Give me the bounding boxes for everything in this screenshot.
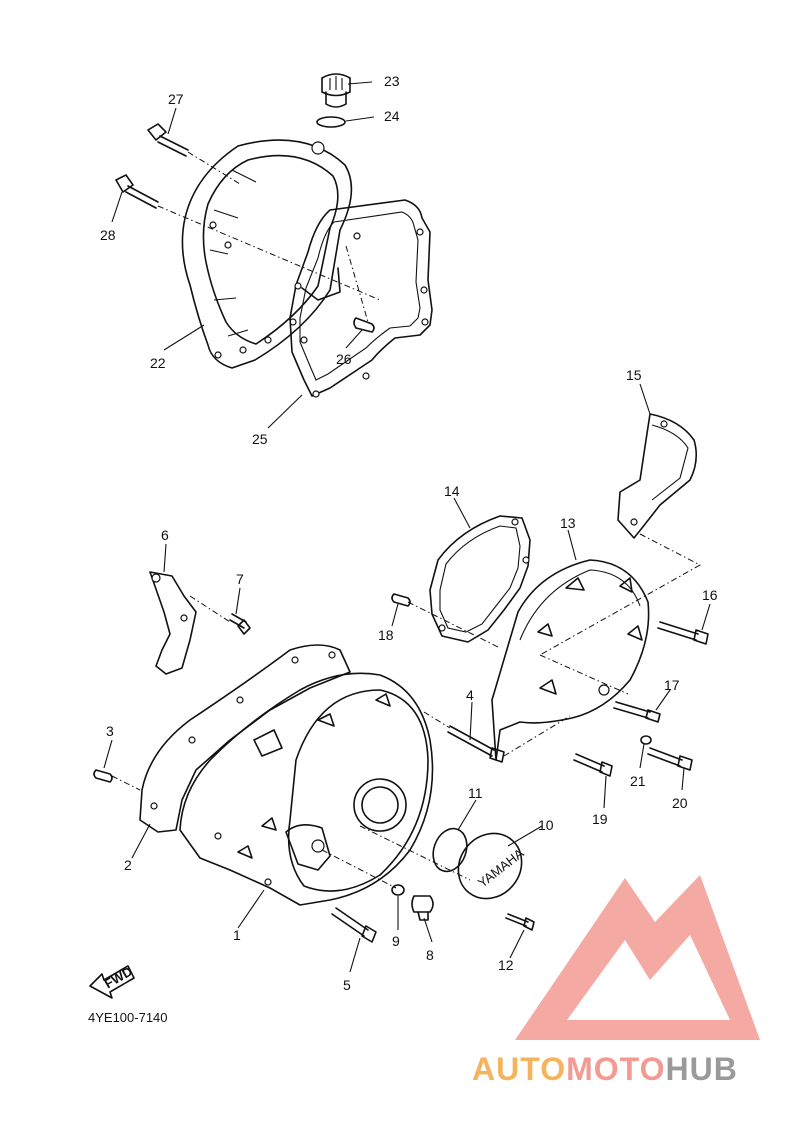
part-26-dowel-pin <box>353 317 375 333</box>
diagram-code: 4YE100-7140 <box>88 1010 168 1025</box>
part-3-dowel-pin <box>93 769 113 783</box>
fwd-arrow: FWD <box>89 964 135 999</box>
part-17-bolt <box>613 701 661 723</box>
callout-4: 4 <box>466 687 474 703</box>
part-5-bolt <box>331 907 377 943</box>
part-23-oil-filler-cap <box>321 73 351 108</box>
yamaha-logo-mark: YAMAHA <box>475 845 527 890</box>
part-21-washer <box>640 735 652 745</box>
part-8-plug <box>411 895 434 921</box>
part-4-bolt <box>447 725 505 763</box>
part-16-bolt <box>657 621 709 645</box>
callout-11: 11 <box>468 785 483 801</box>
callout-5: 5 <box>343 977 351 993</box>
part-13-crankcase-cover <box>491 533 702 761</box>
watermark-logo <box>515 875 760 1040</box>
part-20-bolt <box>647 747 693 771</box>
part-2-gasket <box>139 644 351 833</box>
part-6-bracket <box>149 571 197 675</box>
callout-26: 26 <box>336 351 352 367</box>
callout-1: 1 <box>233 927 241 943</box>
callout-28: 28 <box>100 227 116 243</box>
watermark-triangle-icon <box>515 875 760 1040</box>
callout-13: 13 <box>560 515 576 531</box>
part-11-o-ring <box>432 827 468 873</box>
callout-16: 16 <box>702 587 718 603</box>
callout-10: 10 <box>538 817 554 833</box>
callout-17: 17 <box>664 677 680 693</box>
watermark-text: AUTOMOTOHUB <box>472 1051 738 1087</box>
part-12-screw <box>505 913 535 931</box>
callout-15: 15 <box>626 367 642 383</box>
callout-7: 7 <box>236 571 244 587</box>
callout-23: 23 <box>384 73 400 89</box>
leader-lines <box>103 81 711 973</box>
part-22-clutch-housing <box>181 139 353 369</box>
callout-6: 6 <box>161 527 169 543</box>
callout-25: 25 <box>252 431 268 447</box>
callout-20: 20 <box>672 795 688 811</box>
callout-21: 21 <box>630 773 646 789</box>
callout-12: 12 <box>498 957 514 973</box>
callout-2: 2 <box>124 857 132 873</box>
part-24-o-ring <box>316 116 346 128</box>
part-28-bolt <box>115 174 159 209</box>
callout-22: 22 <box>150 355 166 371</box>
part-7-bolt <box>229 613 251 635</box>
part-9-washer <box>391 884 405 896</box>
part-1-crankcase-cover <box>179 672 434 906</box>
part-10-cap: YAMAHA <box>457 832 527 900</box>
callout-27: 27 <box>168 91 184 107</box>
callout-8: 8 <box>426 947 434 963</box>
part-25-gasket <box>289 199 433 398</box>
callout-3: 3 <box>106 723 114 739</box>
callout-14: 14 <box>444 483 460 499</box>
callout-9: 9 <box>392 933 400 949</box>
callout-24: 24 <box>384 108 400 124</box>
part-27-bolt <box>147 123 189 157</box>
part-15-cover-plate <box>617 413 698 539</box>
callout-19: 19 <box>592 811 608 827</box>
part-14-gasket <box>429 515 531 643</box>
part-19-bolt <box>573 753 613 777</box>
callout-18: 18 <box>378 627 394 643</box>
part-18-dowel-pin <box>391 593 411 607</box>
